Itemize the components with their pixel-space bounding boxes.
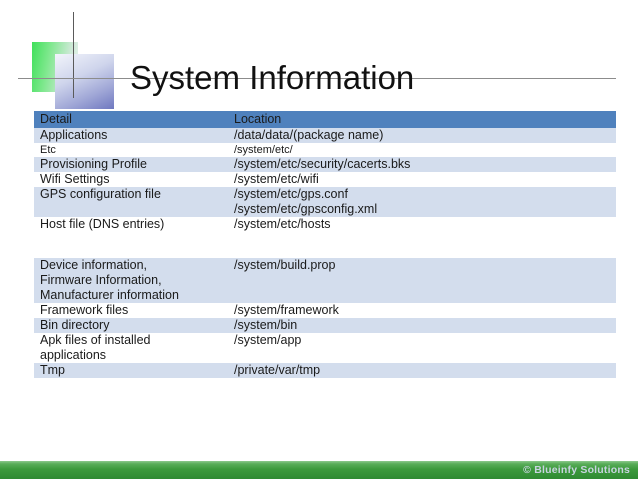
cell-location: /system/etc/security/cacerts.bks bbox=[228, 157, 616, 172]
cell-location-line: /system/etc/security/cacerts.bks bbox=[234, 157, 411, 171]
cell-detail: Host file (DNS entries) bbox=[34, 217, 228, 258]
cell-detail-line: Tmp bbox=[40, 363, 65, 377]
cell-detail: Applications bbox=[34, 128, 228, 143]
cell-location-line: /system/etc/gps.conf bbox=[234, 187, 348, 201]
cell-detail-line: Firmware Information, bbox=[40, 273, 162, 287]
cell-location-line: /data/data/(package name) bbox=[234, 128, 384, 142]
cell-detail-line: Manufacturer information bbox=[40, 288, 179, 302]
cell-location: /system/etc/wifi bbox=[228, 172, 616, 187]
cell-location-line: /system/etc/gpsconfig.xml bbox=[234, 202, 378, 216]
cell-location: /system/etc/gps.conf/system/etc/gpsconfi… bbox=[228, 187, 616, 217]
table-row: Framework files/system/framework bbox=[34, 303, 616, 318]
cell-location: /system/etc/hosts bbox=[228, 217, 616, 258]
table-row: Applications/data/data/(package name) bbox=[34, 128, 616, 143]
cell-location-line: /system/framework bbox=[234, 303, 339, 317]
table-row: Bin directory/system/bin bbox=[34, 318, 616, 333]
cell-detail-line: Host file (DNS entries) bbox=[40, 217, 165, 231]
cell-location-line: /system/etc/hosts bbox=[234, 217, 331, 231]
cell-detail: Bin directory bbox=[34, 318, 228, 333]
cell-location: /system/app bbox=[228, 333, 616, 363]
cell-location-line: /system/app bbox=[234, 333, 302, 347]
table-row: Etc/system/etc/ bbox=[34, 143, 616, 157]
table-row: Provisioning Profile/system/etc/security… bbox=[34, 157, 616, 172]
logo-blue-square-icon bbox=[55, 54, 114, 109]
cell-detail-line: GPS configuration file bbox=[40, 187, 161, 201]
cell-location: /data/data/(package name) bbox=[228, 128, 616, 143]
cell-location-line: /private/var/tmp bbox=[234, 363, 321, 377]
table-row: Host file (DNS entries) /system/etc/hosts bbox=[34, 217, 616, 258]
cell-location-line: /system/build.prop bbox=[234, 258, 336, 272]
cell-detail-line: Wifi Settings bbox=[40, 172, 110, 186]
cell-detail: GPS configuration file bbox=[34, 187, 228, 217]
cell-detail: Framework files bbox=[34, 303, 228, 318]
cell-location: /system/build.prop bbox=[228, 258, 616, 303]
cell-detail: Etc bbox=[34, 143, 228, 157]
cell-detail: Device information,Firmware Information,… bbox=[34, 258, 228, 303]
cell-location: /system/bin bbox=[228, 318, 616, 333]
cell-detail-line: applications bbox=[40, 348, 107, 362]
cell-location-line: /system/etc/ bbox=[234, 144, 293, 156]
system-information-table: Detail Location Applications/data/data/(… bbox=[34, 111, 616, 378]
cell-detail-line: Provisioning Profile bbox=[40, 157, 147, 171]
table-row: GPS configuration file/system/etc/gps.co… bbox=[34, 187, 616, 217]
logo-vertical-line bbox=[73, 12, 74, 98]
table-header-row: Detail Location bbox=[34, 111, 616, 128]
table-body: Applications/data/data/(package name)Etc… bbox=[34, 128, 616, 378]
footer-bar bbox=[0, 461, 638, 479]
page-title: System Information bbox=[130, 59, 415, 97]
slide-logo-mark bbox=[20, 12, 114, 109]
table-row: Wifi Settings/system/etc/wifi bbox=[34, 172, 616, 187]
title-underline-rule bbox=[18, 78, 616, 79]
cell-detail: Tmp bbox=[34, 363, 228, 378]
cell-location: /private/var/tmp bbox=[228, 363, 616, 378]
cell-location-line: /system/etc/wifi bbox=[234, 172, 319, 186]
cell-location: /system/framework bbox=[228, 303, 616, 318]
footer-copyright: © Blueinfy Solutions bbox=[523, 464, 630, 476]
cell-detail-line: Framework files bbox=[40, 303, 129, 317]
cell-detail-line: Etc bbox=[40, 144, 56, 156]
cell-detail: Provisioning Profile bbox=[34, 157, 228, 172]
cell-detail: Wifi Settings bbox=[34, 172, 228, 187]
cell-detail-line: Apk files of installed bbox=[40, 333, 151, 347]
cell-detail-line: Applications bbox=[40, 128, 108, 142]
cell-location-line: /system/bin bbox=[234, 318, 298, 332]
column-header-detail: Detail bbox=[34, 111, 228, 128]
table-header: Detail Location bbox=[34, 111, 616, 128]
table-row: Device information,Firmware Information,… bbox=[34, 258, 616, 303]
column-header-location: Location bbox=[228, 111, 616, 128]
table-row: Tmp/private/var/tmp bbox=[34, 363, 616, 378]
cell-detail-line: Bin directory bbox=[40, 318, 110, 332]
cell-detail-line: Device information, bbox=[40, 258, 147, 272]
cell-location: /system/etc/ bbox=[228, 143, 616, 157]
